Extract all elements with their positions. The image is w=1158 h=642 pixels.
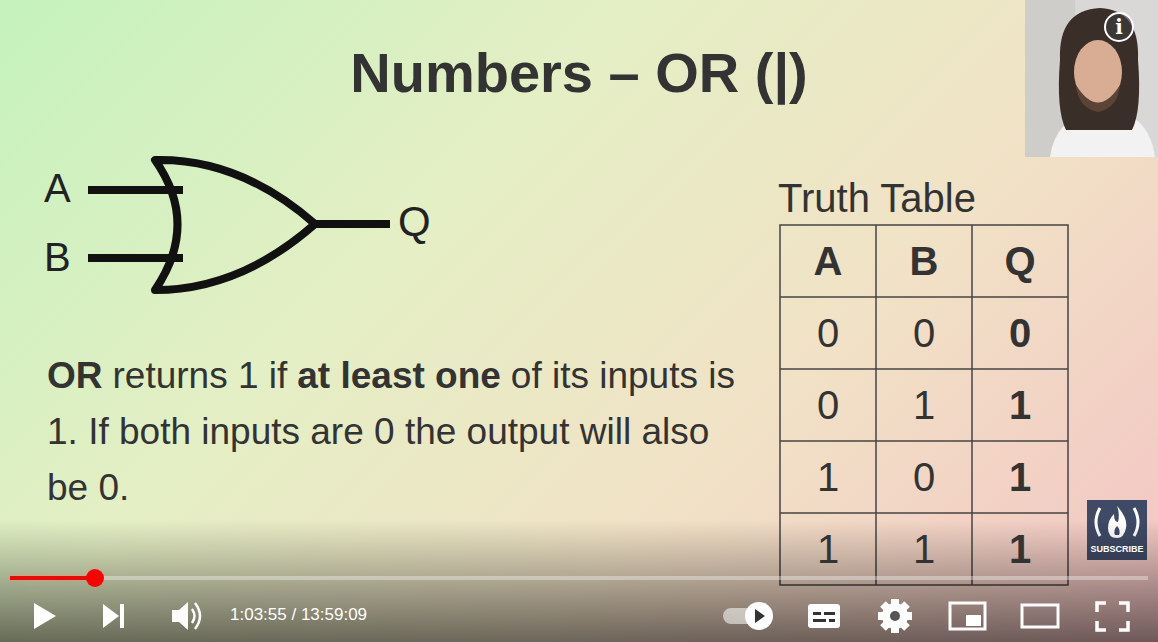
input-label: B xyxy=(44,235,71,280)
table-cell: 0 xyxy=(878,299,970,367)
player-controls xyxy=(34,599,1128,633)
slide-title: Numbers – OR (|) xyxy=(0,40,1158,105)
table-cell: 1 xyxy=(878,515,970,583)
table-cell: 1 xyxy=(974,371,1066,439)
webcam-thumbnail xyxy=(1025,0,1158,157)
emphasis-text: OR xyxy=(47,355,103,396)
table-cell: 0 xyxy=(878,443,970,511)
table-cell: 1 xyxy=(782,443,874,511)
subscribe-label: SUBSCRIBE xyxy=(1087,544,1147,554)
or-gate-symbol xyxy=(88,160,390,290)
body-text: returns 1 if xyxy=(112,355,287,396)
description-text: ORreturns 1 ifat least oneof its inputs … xyxy=(47,348,747,516)
time-display: 1:03:55 / 13:59:09 xyxy=(230,605,367,625)
table-cell: 1 xyxy=(974,515,1066,583)
table-header-cell: Q xyxy=(974,227,1066,295)
player-shade xyxy=(0,520,1158,642)
table-header-cell: B xyxy=(878,227,970,295)
table-cell: 0 xyxy=(782,299,874,367)
table-header-cell: A xyxy=(782,227,874,295)
truth-table-grid xyxy=(780,225,1068,585)
table-heading: Truth Table xyxy=(778,176,976,221)
table-cell: 0 xyxy=(782,371,874,439)
output-label: Q xyxy=(398,198,431,246)
info-icon: i xyxy=(1105,13,1133,41)
progress-bar xyxy=(10,569,1148,587)
input-label: A xyxy=(44,166,71,211)
table-cell: 1 xyxy=(878,371,970,439)
table-cell: 0 xyxy=(974,299,1066,367)
table-cell: 1 xyxy=(782,515,874,583)
emphasis-text: at least one xyxy=(297,355,501,396)
table-cell: 1 xyxy=(974,443,1066,511)
